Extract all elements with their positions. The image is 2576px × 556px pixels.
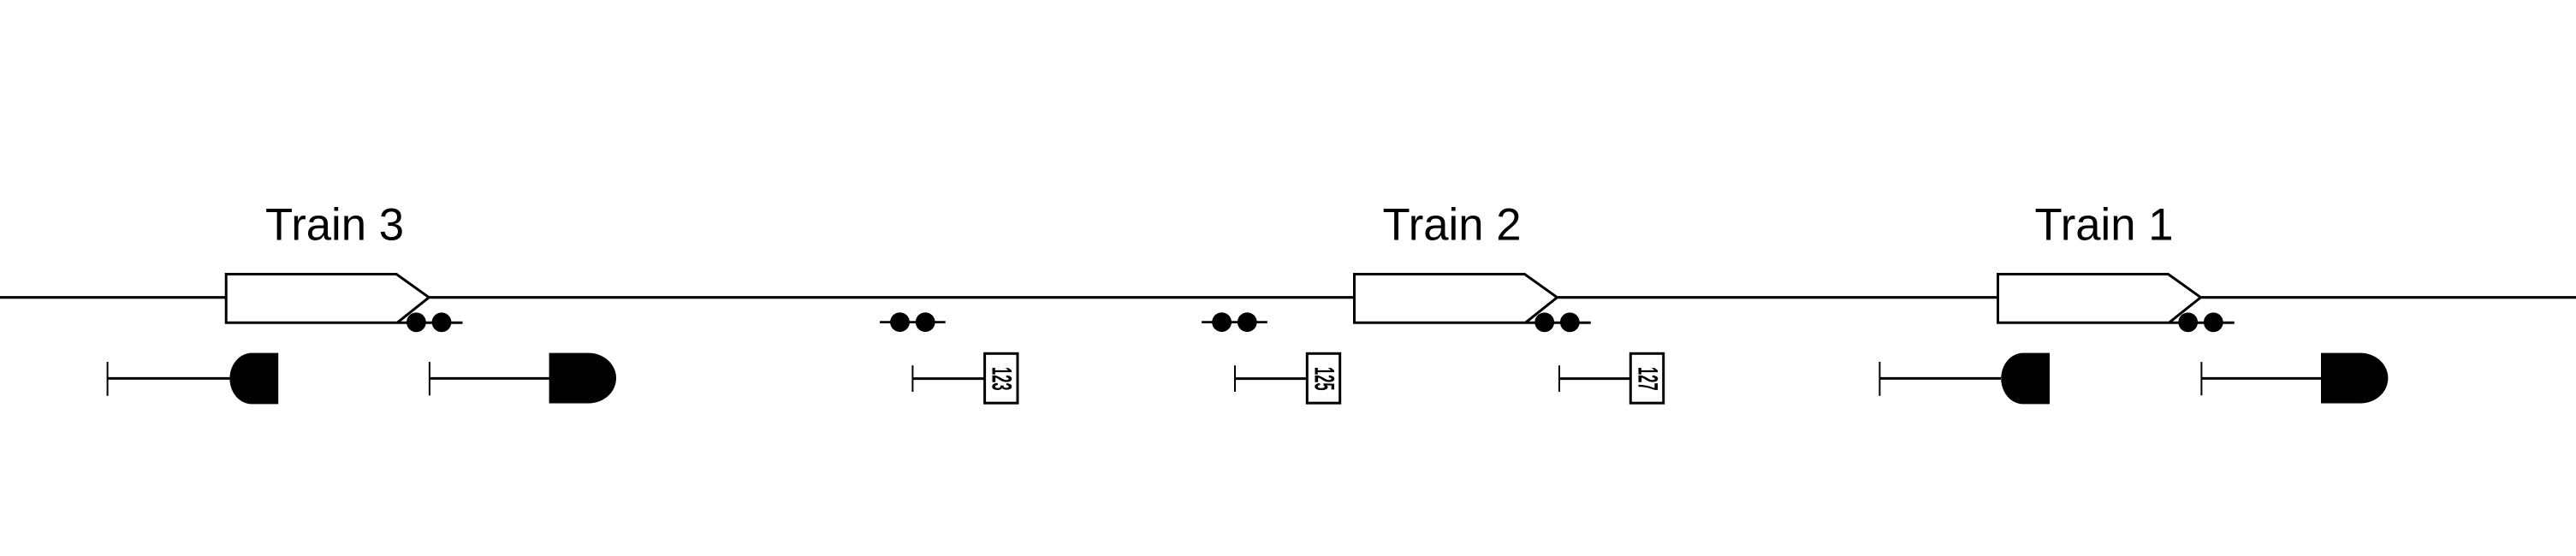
svg-text:125: 125 xyxy=(1309,367,1339,391)
svg-text:123: 123 xyxy=(987,367,1018,391)
svg-text:Train 1: Train 1 xyxy=(2034,200,2173,251)
svg-text:127: 127 xyxy=(1632,367,1663,391)
svg-text:Train 2: Train 2 xyxy=(1382,200,1521,251)
svg-text:Train 3: Train 3 xyxy=(265,200,404,251)
